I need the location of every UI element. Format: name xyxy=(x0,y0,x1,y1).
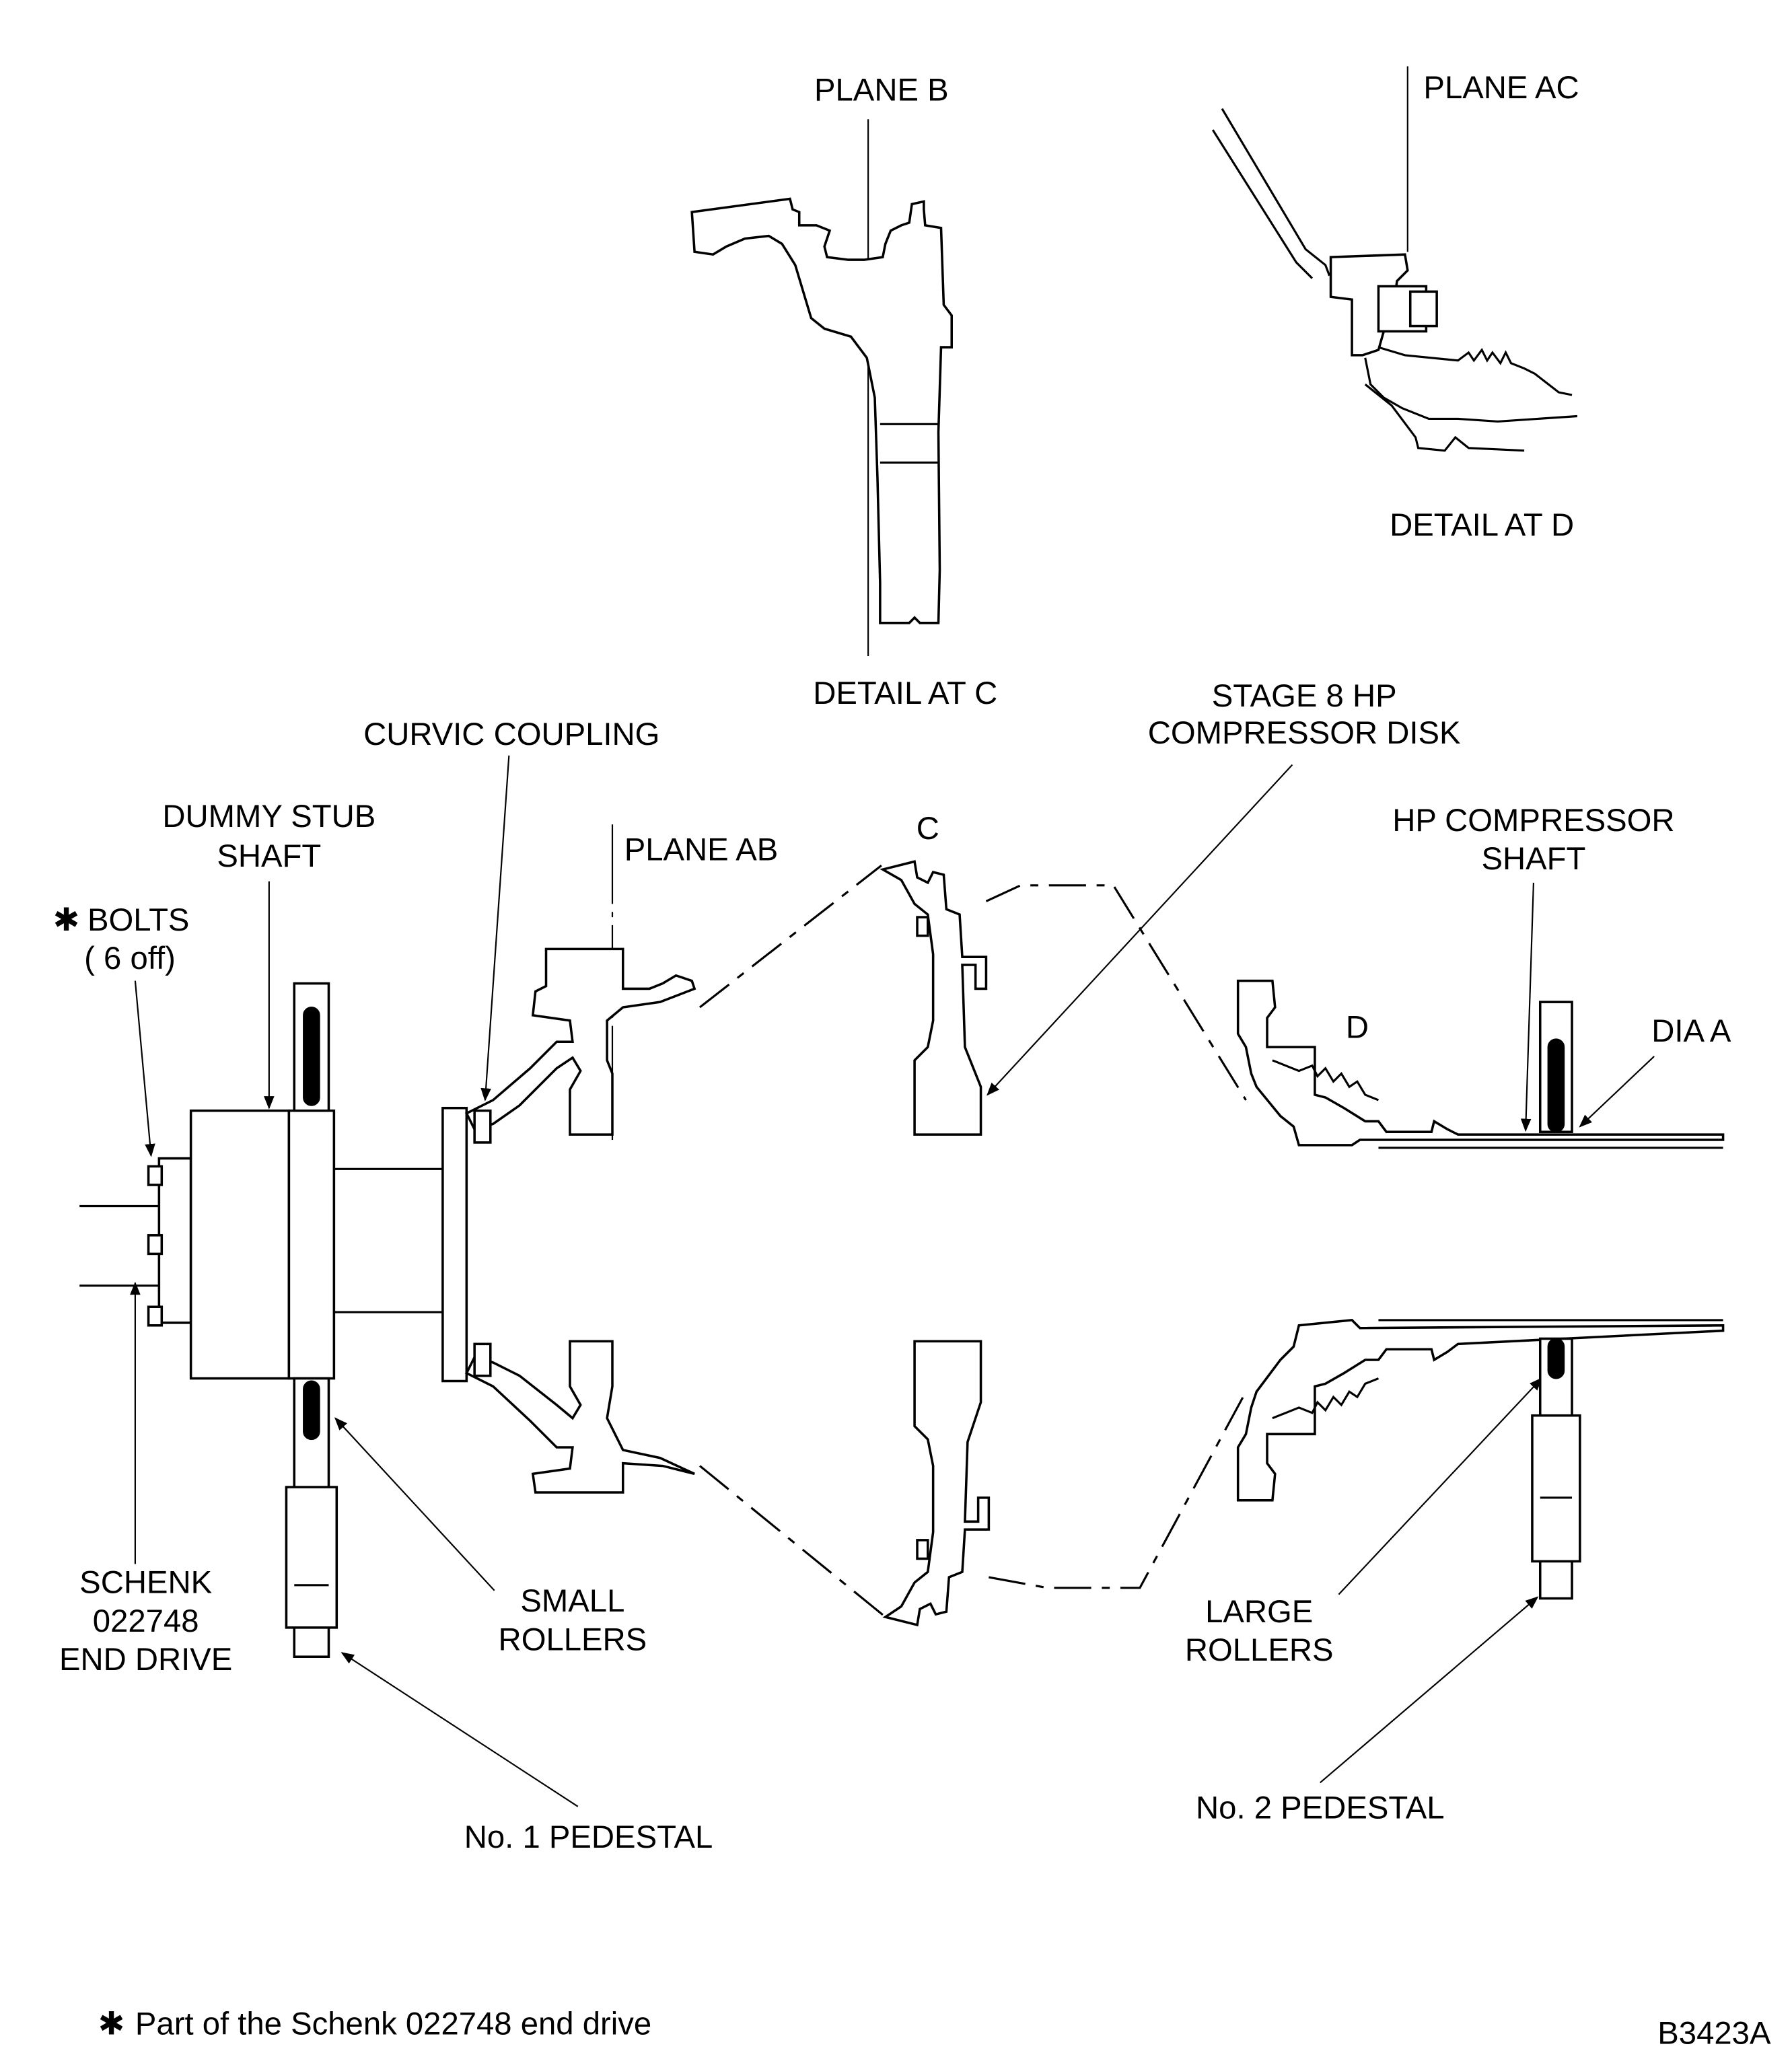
no2-pedestal-arrow xyxy=(1320,1596,1539,1784)
detail-c-title: DETAIL AT C xyxy=(813,676,997,711)
bolt-head-2 xyxy=(147,1234,164,1256)
lower-disk-section xyxy=(464,1340,695,1494)
marker-d-label: D xyxy=(1346,1009,1369,1045)
stage8-disk-detail-section xyxy=(690,197,953,624)
bolts-arrow xyxy=(134,980,155,1157)
no1-pedestal-block xyxy=(285,1486,338,1629)
detail-c-view: PLANE B DETAIL AT C xyxy=(690,73,997,711)
bolt-head-1 xyxy=(147,1165,164,1186)
upper-curvic-tooth xyxy=(473,1109,492,1144)
stage8-disk-lower xyxy=(882,1340,991,1627)
large-rollers-label-line2: ROLLERS xyxy=(1185,1632,1334,1668)
small-rollers-label-line1: SMALL xyxy=(520,1583,624,1619)
plane-ab-to-c-lower-link xyxy=(698,1465,886,1618)
no2-pedestal-label: No. 2 PEDESTAL xyxy=(1196,1791,1445,1826)
dummy-stub-shaft-collar xyxy=(287,1109,336,1380)
curvic-coupling-arrow xyxy=(480,755,510,1101)
end-drive-assembly xyxy=(79,982,468,1658)
stage8-disk-label-line1: STAGE 8 HP xyxy=(1212,678,1397,714)
large-rollers-label-line1: LARGE xyxy=(1205,1594,1313,1630)
upper-seal-teeth xyxy=(1272,1059,1379,1101)
stage8-disk-main xyxy=(698,860,1247,1627)
large-roller-lower xyxy=(1547,1338,1565,1379)
end-drive-flange xyxy=(157,1157,192,1324)
no1-pedestal-arrow xyxy=(341,1652,579,1807)
c-to-d-upper-link xyxy=(985,884,1247,1101)
detail-d-cone-outer xyxy=(1221,108,1331,277)
large-rollers-arrow xyxy=(1338,1377,1543,1595)
plane-ab-to-c-upper-link xyxy=(699,865,882,1009)
bolts-label-line2: ( 6 off) xyxy=(84,941,176,976)
leader-arrows xyxy=(130,755,1655,1807)
schenk-label-line1: SCHENK xyxy=(79,1565,212,1601)
schenk-label-line2: 022748 xyxy=(93,1603,199,1639)
small-rollers-arrow xyxy=(334,1417,495,1591)
stage8-bolt-upper xyxy=(916,916,929,937)
bolts-asterisk-icon: ✱ xyxy=(53,902,80,938)
lower-shaft-section xyxy=(1236,1319,1725,1502)
no2-pedestal-block xyxy=(1531,1414,1581,1563)
hp-compressor-shaft-arrow xyxy=(1520,882,1534,1132)
detail-d-flange xyxy=(1329,253,1409,357)
detail-d-rotor-lower xyxy=(1364,384,1525,452)
dia-a-arrow xyxy=(1579,1056,1655,1128)
detail-d-cone-inner xyxy=(1211,129,1314,279)
lower-curvic-tooth xyxy=(473,1342,492,1377)
upper-shaft-section xyxy=(1236,979,1725,1147)
callout-labels: CURVIC COUPLING DUMMY STUB SHAFT ✱ BOLTS… xyxy=(53,678,1731,1855)
curvic-coupling-label: CURVIC COUPLING xyxy=(363,717,659,752)
dummy-stub-shaft-body xyxy=(189,1109,291,1380)
bolts-label-line1: BOLTS xyxy=(87,902,189,938)
dummy-stub-shaft-label-line2: SHAFT xyxy=(217,838,321,874)
small-roller-lower xyxy=(303,1380,320,1441)
large-roller-upper xyxy=(1547,1038,1565,1133)
small-roller-upper xyxy=(303,1007,320,1106)
dummy-stub-shaft-label-line1: DUMMY STUB xyxy=(162,799,375,834)
dia-a-label: DIA A xyxy=(1651,1013,1731,1049)
lower-seal-teeth xyxy=(1272,1377,1379,1420)
plane-b-label: PLANE B xyxy=(814,73,949,108)
hp-compressor-shaft-label-line2: SHAFT xyxy=(1481,841,1585,877)
schenk-label-line3: END DRIVE xyxy=(59,1642,232,1677)
no1-pedestal-label: No. 1 PEDESTAL xyxy=(464,1819,713,1855)
plane-ac-label: PLANE AC xyxy=(1423,70,1579,106)
plane-ab-disk xyxy=(464,824,696,1494)
detail-d-title: DETAIL AT D xyxy=(1390,507,1574,543)
c-to-d-lower-link xyxy=(989,1391,1247,1589)
hp-compressor-shaft-label-line1: HP COMPRESSOR xyxy=(1392,803,1674,838)
footnote-text: Part of the Schenk 022748 end drive xyxy=(135,2006,651,2042)
detail-d-nut xyxy=(1408,290,1438,328)
footnote-asterisk-icon: ✱ xyxy=(98,2006,125,2042)
detail-d-view: PLANE AC DETAIL AT D xyxy=(1211,66,1579,543)
plane-ab-label: PLANE AB xyxy=(624,832,779,867)
detail-d-rotor-body xyxy=(1364,357,1578,423)
hp-compressor-shaft-assembly xyxy=(1236,979,1725,1600)
curvic-coupling-plate xyxy=(441,1106,468,1383)
stage8-disk-label-line2: COMPRESSOR DISK xyxy=(1148,715,1461,751)
small-rollers-label-line2: ROLLERS xyxy=(499,1622,647,1657)
figure-id: B3423A xyxy=(1657,2015,1771,2051)
marker-c-label: C xyxy=(917,811,939,846)
stage8-bolt-lower xyxy=(916,1539,929,1560)
detail-d-seal-teeth xyxy=(1378,346,1573,396)
stage8-disk-upper xyxy=(880,860,988,1136)
bolt-head-3 xyxy=(147,1305,164,1327)
upper-disk-section xyxy=(464,947,696,1136)
